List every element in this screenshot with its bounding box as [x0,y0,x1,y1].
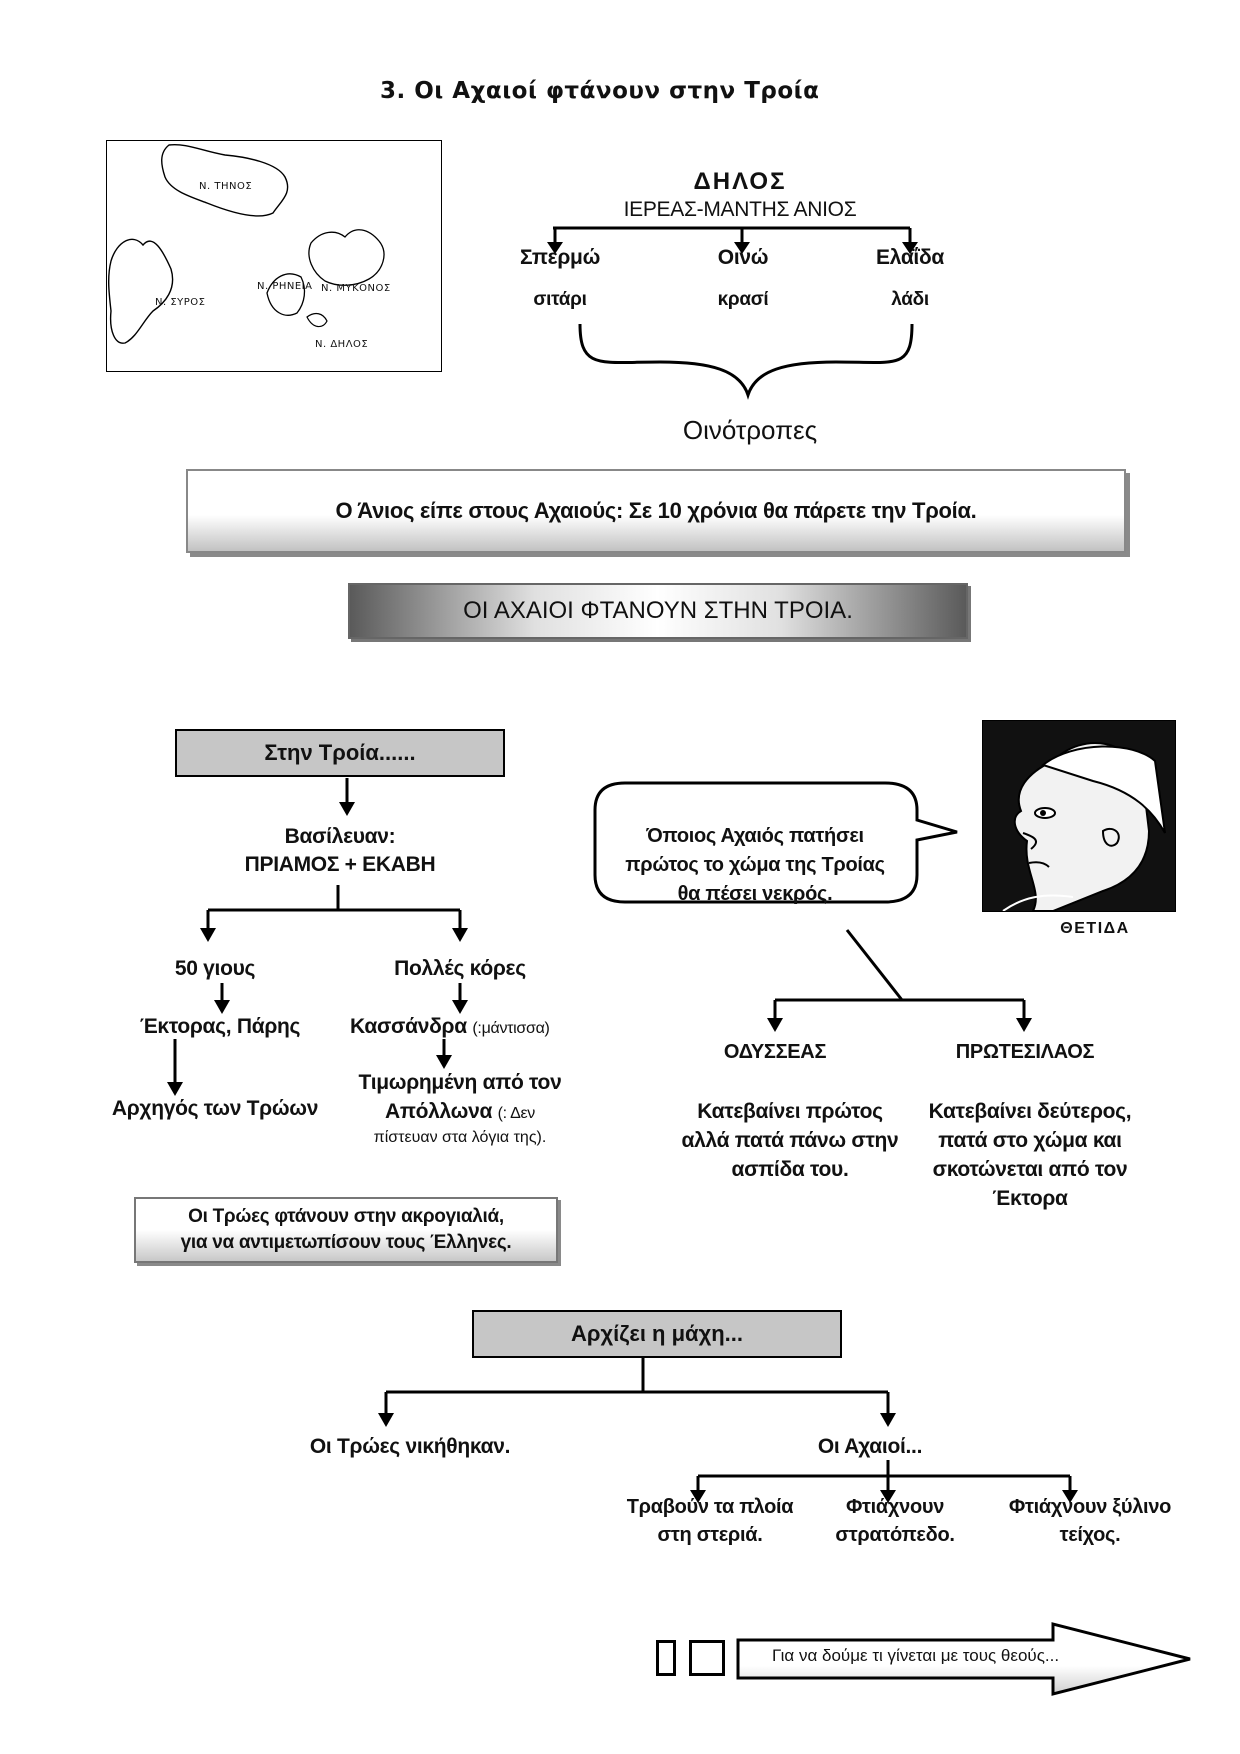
cassandra-line: Κασσάνδρα (:μάντισσα) [350,1015,590,1039]
trojans-defeated: Οι Τρώες νικήθηκαν. [309,1435,511,1458]
protesilaos-name: ΠΡΩΤΕΣΙΛΑΟΣ [955,1041,1095,1063]
punished-line2-row: Απόλλωνα (: Δεν [340,1100,580,1124]
action-wall-line1: Φτιάχνουν ξύλινο [1008,1496,1172,1518]
map-label-mykonos: Ν. ΜΥΚΟΝΟΣ [321,283,391,294]
hector-role: Αρχηγός των Τρώων [111,1097,319,1120]
nav-square-2[interactable] [689,1640,725,1676]
gift-wheat: σιτάρι [533,289,587,310]
protesilaos-desc-line3: σκοτώνεται από τον [932,1158,1128,1181]
map-label-delos: Ν. ΔΗΛΟΣ [315,339,369,350]
speech-bubble [593,781,958,904]
cassandra-note: (:μάντισσα) [472,1020,550,1037]
delos-subtitle: ΙΕΡΕΑΣ-ΜΑΝΤΗΣ ΑΝΙΟΣ [623,198,857,221]
daughter-oino: Οινώ [717,246,769,269]
action-ships-line1: Τραβούν τα πλοία [626,1496,794,1518]
map-label-rineia: Ν. ΡΗΝΕΙΑ [257,281,313,292]
sons-names: Έκτορας, Πάρης [139,1015,301,1038]
rulers-line1: Βασίλευαν: [284,825,396,848]
battle-box: Αρχίζει η μάχη... [472,1310,842,1358]
daughter-elaida: Ελαΐδα [875,246,945,269]
odysseus-desc-line3: ασπίδα του. [731,1158,849,1181]
trojans-shore-line2: για να αντιμετωπίσουν τους Έλληνες. [180,1232,512,1253]
rulers-line2: ΠΡΙΑΜΟΣ + ΕΚΑΒΗ [244,853,436,876]
protesilaos-desc-line4: Έκτορα [992,1187,1068,1210]
battle-box-label: Αρχίζει η μάχη... [570,1321,744,1346]
prophecy-text: Ο Άνιος είπε στους Αχαιούς: Σε 10 χρόνια… [335,498,977,523]
action-wall-line2: τείχος. [1059,1524,1121,1546]
speech-line2: πρώτος το χώμα της Τροίας [625,854,885,876]
speech-line3: θα πέσει νεκρός. [677,883,833,905]
troy-box: Στην Τροία...... [175,729,505,777]
cassandra-name: Κασσάνδρα [350,1015,467,1038]
action-ships-line2: στη στεριά. [657,1524,763,1546]
cyclades-map: Ν. ΤΗΝΟΣ Ν. ΣΥΡΟΣ Ν. ΡΗΝΕΙΑ Ν. ΜΥΚΟΝΟΣ Ν… [106,140,442,372]
protesilaos-desc: Κατεβαίνει δεύτερος, πατά στο χώμα και σ… [920,1097,1140,1213]
odysseus-desc-line1: Κατεβαίνει πρώτος [697,1100,883,1123]
next-label[interactable]: Για να δούμε τι γίνεται με τους θεούς... [772,1646,1060,1665]
odysseus-desc: Κατεβαίνει πρώτος αλλά πατά πάνω στην ασ… [660,1097,920,1184]
achaeans-label: Οι Αχαιοί... [817,1435,923,1458]
thetis-portrait [982,720,1176,912]
action-camp-line1: Φτιάχνουν [845,1496,945,1518]
punished-note1: (: Δεν [497,1105,536,1122]
arrival-banner: ΟΙ ΑΧΑΙΟΙ ΦΤΑΝΟΥΝ ΣΤΗΝ ΤΡΟΙΑ. [348,583,968,639]
sons-label: 50 γιους [174,957,256,980]
gift-oil: λάδι [891,289,929,310]
action-camp: Φτιάχνουν στρατόπεδο. [800,1493,990,1549]
action-wall: Φτιάχνουν ξύλινο τείχος. [990,1493,1190,1549]
trojans-shore-box: Οι Τρώες φτάνουν στην ακρογιαλιά, για να… [134,1197,558,1263]
nav-square-1[interactable] [656,1640,676,1676]
punished-line2: Απόλλωνα [384,1100,493,1123]
delos-title: ΔΗΛΟΣ [693,168,787,195]
action-camp-line2: στρατόπεδο. [835,1524,955,1546]
punished-note2: πίστευαν στα λόγια της). [373,1129,547,1146]
thetis-caption: ΘΕΤΙΔΑ [1060,920,1130,937]
odysseus-name: ΟΔΥΣΣΕΑΣ [723,1041,827,1063]
action-ships: Τραβούν τα πλοία στη στεριά. [600,1493,820,1549]
map-drawing [108,143,385,344]
punished-line1: Τιμωρημένη από τον [358,1071,562,1094]
troy-box-label: Στην Τροία...... [264,740,416,765]
arrival-banner-text: ΟΙ ΑΧΑΙΟΙ ΦΤΑΝΟΥΝ ΣΤΗΝ ΤΡΟΙΑ. [463,597,853,624]
protesilaos-desc-line2: πατά στο χώμα και [938,1129,1122,1152]
odysseus-desc-line2: αλλά πατά πάνω στην [681,1129,899,1152]
gift-wine: κρασί [717,289,769,310]
thetis-drawing [983,721,1175,911]
trojans-shore-line1: Οι Τρώες φτάνουν στην ακρογιαλιά, [188,1206,504,1227]
page-title: 3. Οι Αχαιοί φτάνουν στην Τροία [380,78,820,104]
daughters-label: Πολλές κόρες [394,957,526,980]
daughter-spermo: Σπερμώ [519,246,601,269]
map-label-syros: Ν. ΣΥΡΟΣ [155,297,206,308]
speech-line1: Όποιος Αχαιός πατήσει [646,825,864,847]
map-label-tinos: Ν. ΤΗΝΟΣ [199,181,253,192]
oinotropes-label: Οινότροπες [682,415,818,445]
protesilaos-desc-line1: Κατεβαίνει δεύτερος, [928,1100,1132,1123]
prophecy-box: Ο Άνιος είπε στους Αχαιούς: Σε 10 χρόνια… [186,469,1126,553]
next-arrow[interactable] [735,1622,1195,1696]
